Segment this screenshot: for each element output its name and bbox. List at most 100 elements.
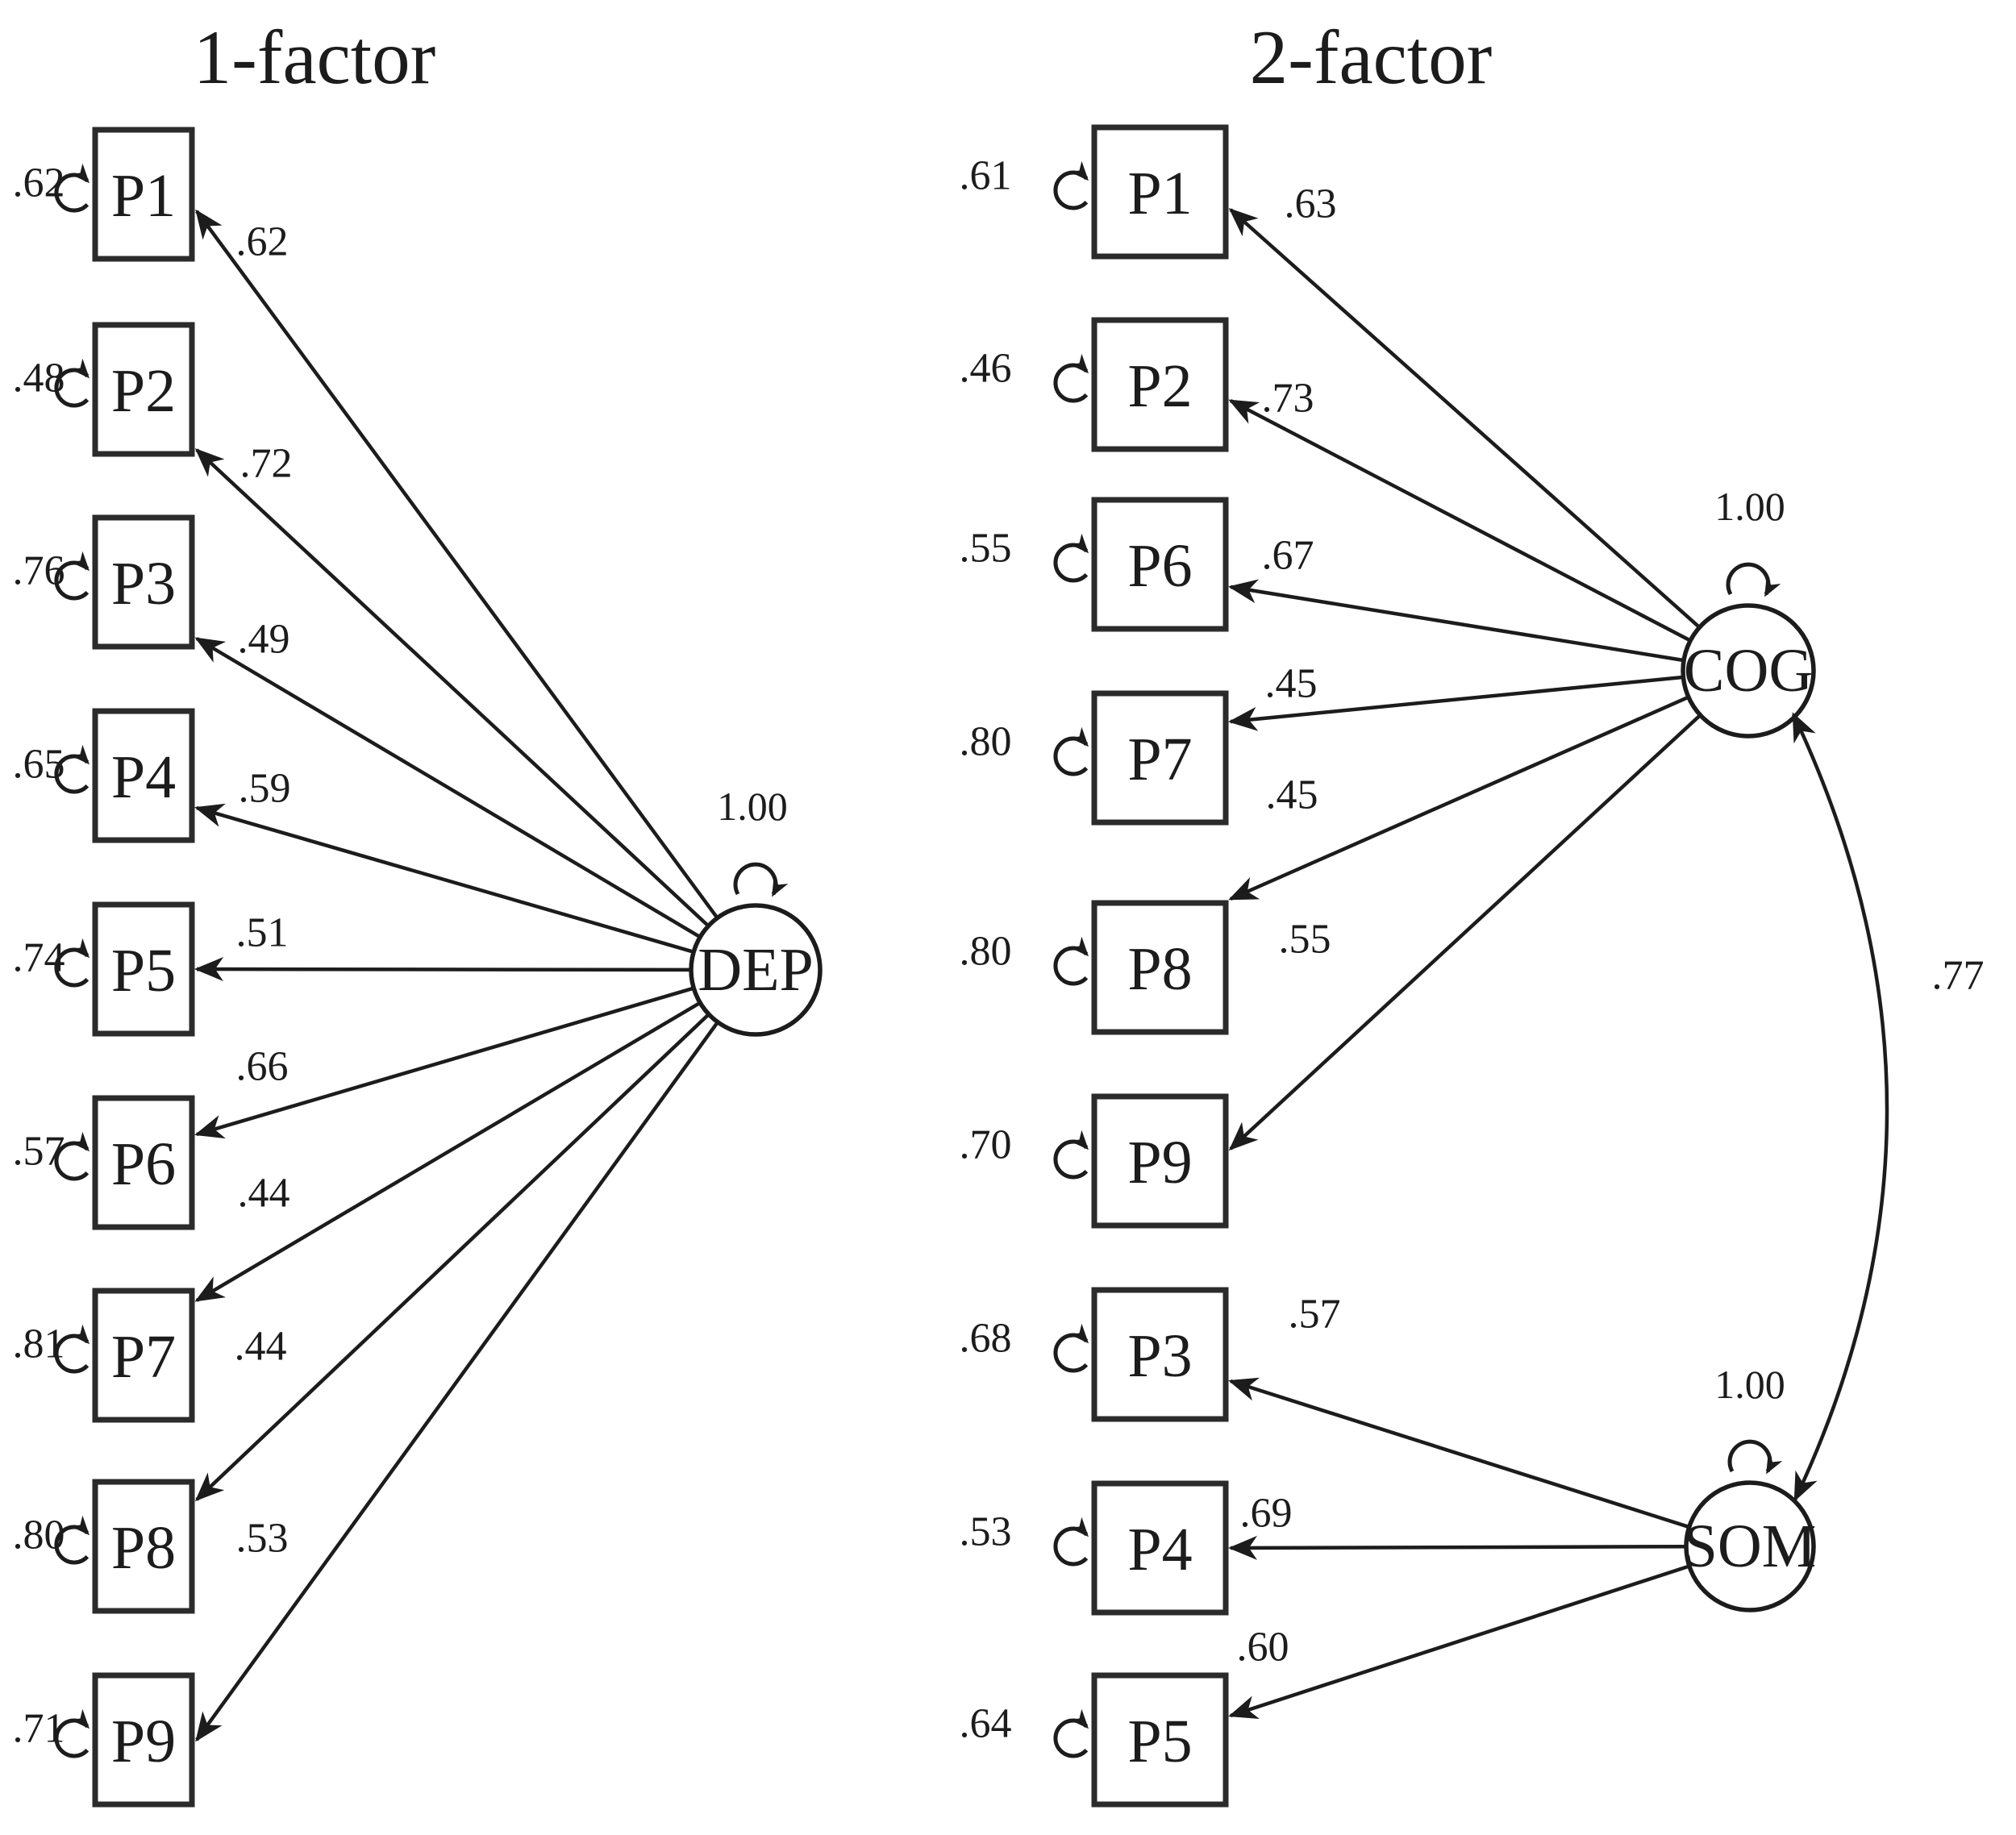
error-self-loop xyxy=(1053,353,1089,403)
indicator-label: P4 xyxy=(111,743,176,811)
error-self-loop xyxy=(54,744,90,794)
error-variance-label: .74 xyxy=(13,935,65,981)
loading-label: .57 xyxy=(1289,1292,1341,1338)
indicator-box-p1 xyxy=(1091,124,1229,260)
indicator-label: P8 xyxy=(111,1514,176,1582)
indicator-box-p5 xyxy=(1091,1672,1229,1808)
loading-label: .45 xyxy=(1265,661,1318,707)
factor-variance-label: 1.00 xyxy=(1714,1362,1785,1407)
error-variance-label: .80 xyxy=(960,929,1012,975)
error-variance-label: .53 xyxy=(960,1509,1012,1555)
loading-path xyxy=(195,1022,719,1742)
covariance-label: .77 xyxy=(1932,953,1985,999)
error-self-loop xyxy=(54,1515,90,1565)
loading-label: .69 xyxy=(1240,1491,1293,1537)
indicator-label: P1 xyxy=(1127,160,1192,227)
diagram-content: 1-factorDEP1.00P1.62.62P2.48.72P3.76.49P… xyxy=(13,15,1985,1808)
error-self-loop xyxy=(54,1324,90,1374)
indicator-box-p4 xyxy=(92,708,195,843)
loading-label: .53 xyxy=(236,1516,289,1562)
factor-variance-label: 1.00 xyxy=(717,784,788,829)
indicator-label: P5 xyxy=(1127,1708,1192,1775)
loading-label: .73 xyxy=(1262,376,1314,422)
error-self-loop xyxy=(54,1131,90,1181)
error-self-loop xyxy=(1053,533,1089,583)
error-variance-label: .76 xyxy=(13,548,65,594)
indicator-box-p2 xyxy=(92,322,195,457)
indicator-box-p8 xyxy=(1091,900,1229,1035)
error-self-loop xyxy=(1053,936,1089,986)
factor-variance-label: 1.00 xyxy=(1714,484,1785,529)
factor-circle-som xyxy=(1684,1480,1816,1612)
loading-path xyxy=(1228,1564,1689,1720)
indicator-box-p1 xyxy=(92,127,195,262)
factor-variance-self-loop xyxy=(733,862,789,897)
factor-variance-self-loop xyxy=(1727,1439,1783,1475)
indicator-box-p6 xyxy=(92,1095,195,1230)
indicator-label: P3 xyxy=(1127,1322,1192,1390)
error-variance-label: .64 xyxy=(960,1701,1012,1747)
loading-label: .45 xyxy=(1266,772,1318,818)
indicator-label: P7 xyxy=(1127,726,1192,793)
loading-path xyxy=(194,1013,710,1502)
error-variance-label: .70 xyxy=(960,1122,1012,1168)
loading-path xyxy=(194,637,700,938)
error-self-loop xyxy=(1053,1708,1089,1758)
loading-label: .67 xyxy=(1262,533,1314,579)
model-title: 1-factor xyxy=(194,15,436,100)
indicator-label: P6 xyxy=(1127,532,1192,600)
indicator-label: P1 xyxy=(111,162,176,230)
indicator-label: P5 xyxy=(111,937,176,1005)
loading-label: .60 xyxy=(1237,1625,1289,1671)
factor-label: COG xyxy=(1684,637,1813,705)
factor-label: DEP xyxy=(698,936,814,1004)
loading-label: .44 xyxy=(235,1324,287,1370)
loading-path xyxy=(194,986,693,1139)
loading-path xyxy=(1228,714,1701,1151)
indicator-label: P2 xyxy=(111,357,176,425)
indicator-box-p2 xyxy=(1091,317,1229,452)
indicator-box-p9 xyxy=(92,1672,195,1808)
factor-variance-self-loop xyxy=(1726,562,1781,597)
indicator-label: P3 xyxy=(111,550,176,618)
error-self-loop xyxy=(54,1708,90,1758)
error-self-loop xyxy=(54,358,90,408)
loading-label: .59 xyxy=(239,766,291,812)
factor-circle-dep xyxy=(689,903,823,1037)
loading-label: .44 xyxy=(238,1171,290,1217)
error-self-loop xyxy=(1053,726,1089,776)
indicator-label: P2 xyxy=(1127,352,1192,420)
indicator-label: P9 xyxy=(111,1708,176,1775)
loading-path xyxy=(194,1001,700,1302)
error-self-loop xyxy=(1053,1517,1089,1567)
error-variance-label: .80 xyxy=(960,719,1012,765)
model-title: 2-factor xyxy=(1250,15,1493,100)
loading-label: .72 xyxy=(240,441,293,487)
indicator-box-p3 xyxy=(1091,1287,1229,1422)
indicator-box-p7 xyxy=(1091,690,1229,826)
error-variance-label: .61 xyxy=(960,153,1012,199)
loading-path xyxy=(1228,579,1683,662)
loading-path xyxy=(1228,696,1688,901)
error-self-loop xyxy=(1053,1323,1089,1373)
error-self-loop xyxy=(1053,1130,1089,1180)
loading-label: .49 xyxy=(238,617,290,663)
loading-path xyxy=(1228,1535,1685,1560)
error-variance-label: .55 xyxy=(960,526,1012,572)
loading-path xyxy=(1228,208,1700,628)
error-self-loop xyxy=(54,938,90,988)
error-variance-label: .62 xyxy=(13,160,65,206)
loading-path xyxy=(194,803,693,954)
error-variance-label: .81 xyxy=(13,1321,65,1367)
loading-label: .66 xyxy=(236,1044,289,1090)
loading-label: .55 xyxy=(1279,917,1331,963)
factor-label: SOM xyxy=(1684,1513,1817,1580)
factor-circle-cog xyxy=(1681,603,1816,739)
indicator-box-p6 xyxy=(1091,497,1229,632)
error-variance-label: .57 xyxy=(13,1129,65,1175)
indicator-label: P4 xyxy=(1127,1516,1192,1583)
indicator-label: P9 xyxy=(1127,1129,1192,1196)
error-self-loop xyxy=(1053,160,1089,210)
